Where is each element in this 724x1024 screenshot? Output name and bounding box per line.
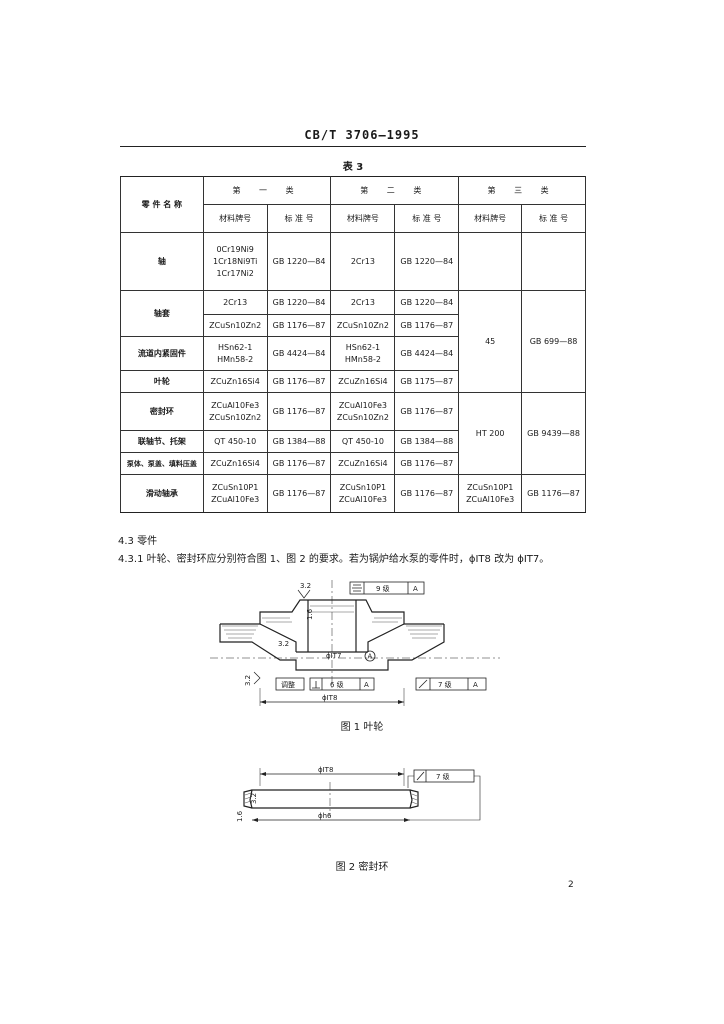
svg-text:7 级: 7 级 [436, 772, 450, 781]
sub-material: 材料牌号 [202, 204, 268, 233]
cell-material: ZCuSn10Zn2 [330, 314, 396, 337]
cell-standard: GB 4424—84 [394, 336, 460, 371]
cell-material-g3-span-a: 45 [458, 290, 523, 393]
row-name-coupling: 联轴节、托架 [120, 430, 204, 453]
sub-material: 材料牌号 [458, 204, 523, 233]
cell-standard: GB 1176—87 [266, 452, 332, 475]
sub-standard: 标 准 号 [521, 204, 586, 233]
cell-standard: GB 1176—87 [266, 392, 332, 431]
svg-text:A: A [473, 681, 478, 689]
group-2-header: 第 二 类 [330, 176, 460, 205]
seal-ring-drawing: ϕIT8 1.6 3.2 ϕh6 7 级 [236, 766, 481, 822]
cell-material: ZCuZn16Si4 [202, 370, 268, 393]
cell-material: 2Cr13 [330, 290, 396, 315]
cell-standard: GB 1220—84 [266, 232, 332, 291]
svg-text:9 级: 9 级 [376, 584, 390, 593]
cell-standard: GB 1176—87 [266, 474, 332, 513]
svg-text:A: A [368, 653, 373, 661]
fig2-top-dia: ϕIT8 [318, 766, 333, 774]
group-3-header: 第 三 类 [458, 176, 586, 205]
figure2-caption: 图 2 密封环 [335, 862, 389, 873]
svg-text:6 级: 6 级 [330, 680, 344, 689]
table-title: 表 3 [342, 162, 364, 173]
cell-standard-g3-span-a: GB 699—88 [521, 290, 586, 393]
fig1-r-face: 3.2 [278, 640, 289, 648]
fig1-tol-symmetry: 9 级 A [349, 581, 425, 595]
part-name-header: 零 件 名 称 [120, 176, 204, 233]
cell-standard: GB 1220—84 [394, 232, 460, 291]
fig2-r-inner: 3.2 [250, 793, 258, 804]
cell-standard: GB 1384—88 [394, 430, 460, 453]
header-rule [120, 146, 586, 147]
fig1-datum-marker: A [364, 650, 376, 662]
group-1-header: 第 一 类 [202, 176, 332, 205]
cell-material: ZCuZn16Si4 [330, 452, 396, 475]
standard-id: CB/T 3706—1995 [304, 128, 420, 142]
fig1-outer-dia: ϕIT8 [322, 694, 337, 702]
row-name-bearing: 滑动轴承 [120, 474, 204, 513]
cell-standard: GB 1220—84 [394, 290, 460, 315]
row-name-seal: 密封环 [120, 392, 204, 431]
cell-standard: GB 1176—87 [521, 474, 586, 513]
fig2-bottom-dia: ϕh6 [318, 812, 332, 820]
cell-standard: GB 1176—87 [394, 314, 460, 337]
cell-standard: GB 4424—84 [266, 336, 332, 371]
cell-standard-g3-span-b: GB 9439—88 [521, 392, 586, 475]
row-name-shaft: 轴 [120, 232, 204, 291]
fig1-tol-runout: 7 级 A [415, 677, 487, 691]
cell-material: QT 450-10 [202, 430, 268, 453]
cell-standard: GB 1176—87 [266, 370, 332, 393]
cell-material-g3-span-b: HT 200 [458, 392, 523, 475]
sub-material: 材料牌号 [330, 204, 396, 233]
fig2-r-left: 1.6 [236, 810, 244, 822]
cell-standard: GB 1176—87 [394, 452, 460, 475]
row-name-sleeve: 轴套 [120, 290, 204, 337]
cell-material: ZCuZn16Si4 [202, 452, 268, 475]
cell-standard: GB 1220—84 [266, 290, 332, 315]
cell-empty [458, 232, 523, 291]
svg-text:调整: 调整 [281, 680, 295, 689]
svg-text:A: A [413, 585, 418, 593]
cell-standard: GB 1384—88 [266, 430, 332, 453]
fig1-tol-perpendicularity: 6 级 A [309, 677, 375, 691]
row-name-fastener: 流道内紧固件 [120, 336, 204, 371]
figure1-caption: 图 1 叶轮 [340, 722, 384, 733]
row-name-casing: 泵体、泵盖、填料压盖 [120, 452, 204, 475]
fig1-balance-note: 调整 [275, 677, 305, 691]
sub-standard: 标 准 号 [394, 204, 460, 233]
cell-standard: GB 1176—87 [394, 474, 460, 513]
materials-table: 零 件 名 称 第 一 类 第 二 类 第 三 类 材料牌号 标 准 号 材料牌… [120, 176, 586, 513]
page-number: 2 [568, 880, 574, 890]
impeller-drawing: 3.2 1.6 3.2 3.2 ϕIT7 A 9 级 A 6 级 A 调整 7 … [210, 580, 500, 706]
cell-standard: GB 1175—87 [394, 370, 460, 393]
fig1-bore-dia: ϕIT7 [326, 652, 341, 660]
sub-standard: 标 准 号 [266, 204, 332, 233]
cell-standard: GB 1176—87 [266, 314, 332, 337]
cell-material: 2Cr13 [330, 232, 396, 291]
cell-material: ZCuZn16Si4 [330, 370, 396, 393]
cell-standard: GB 1176—87 [394, 392, 460, 431]
cell-material: QT 450-10 [330, 430, 396, 453]
fig1-r-left: 3.2 [244, 675, 252, 686]
row-name-impeller: 叶轮 [120, 370, 204, 393]
fig2-tol-runout: 7 级 [413, 769, 475, 783]
cell-empty [521, 232, 586, 291]
cell-material: 2Cr13 [202, 290, 268, 315]
fig1-r-top: 3.2 [300, 582, 311, 590]
section-heading: 4.3 零件 [118, 536, 158, 547]
svg-text:A: A [364, 681, 369, 689]
svg-text:7 级: 7 级 [438, 680, 452, 689]
cell-material: ZCuSn10Zn2 [202, 314, 268, 337]
section-clause: 4.3.1 叶轮、密封环应分别符合图 1、图 2 的要求。若为锅炉给水泵的零件时… [118, 554, 550, 565]
fig1-r-bore: 1.6 [306, 608, 314, 620]
